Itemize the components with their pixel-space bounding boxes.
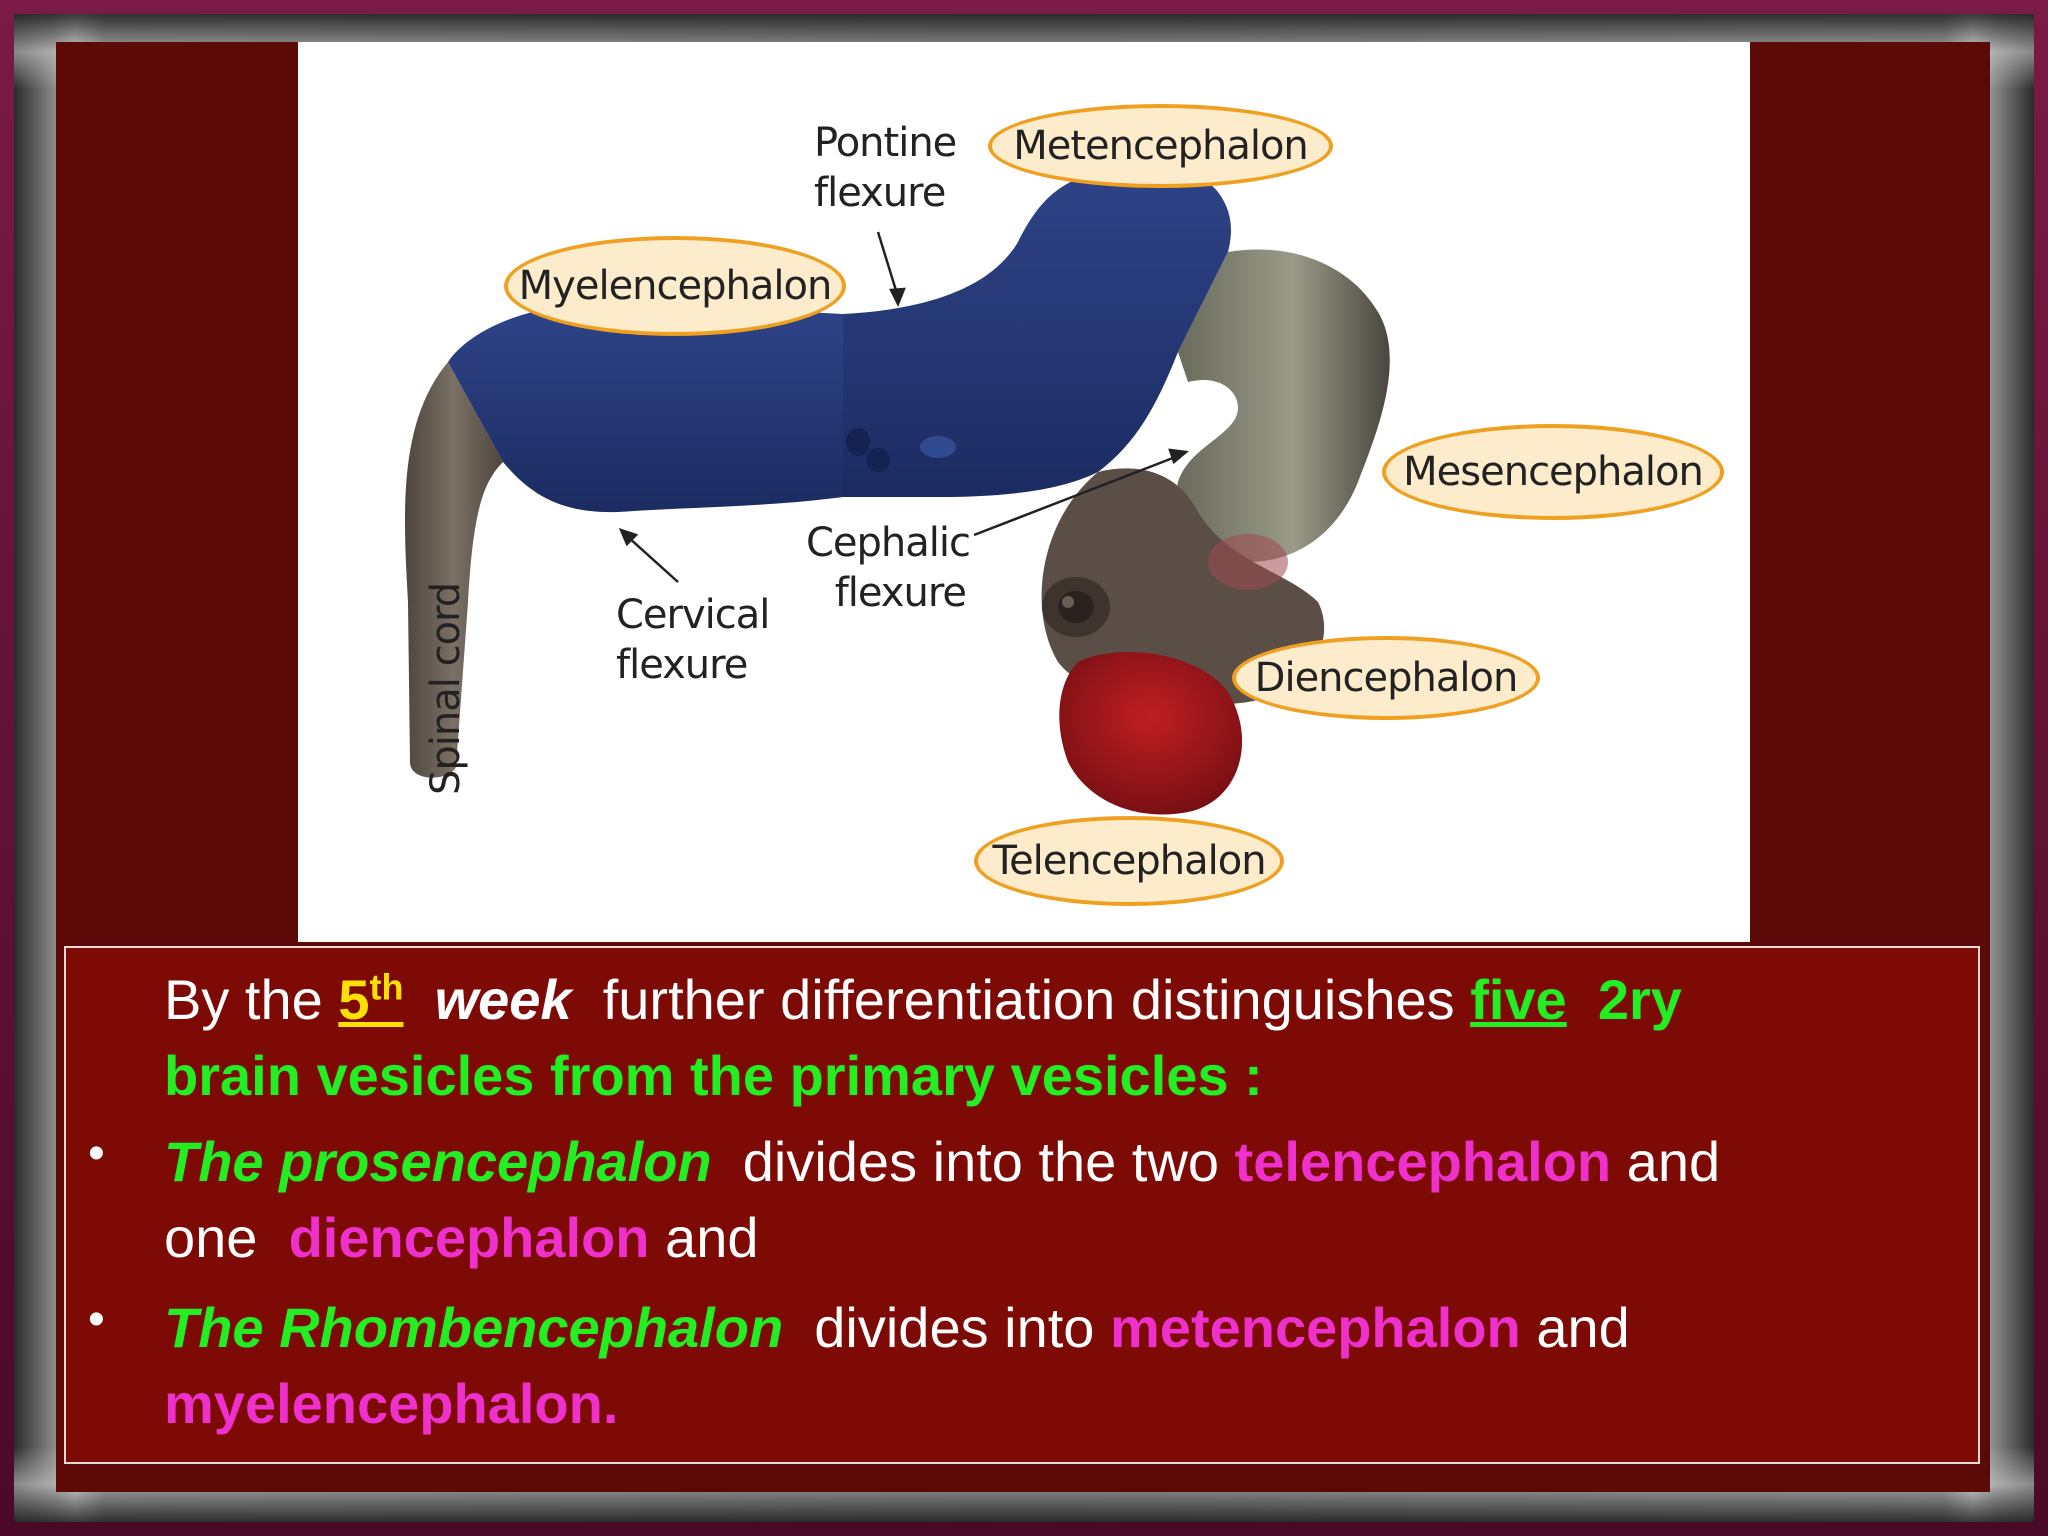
cephalic-line2: flexure bbox=[834, 570, 967, 616]
intro-paragraph: By the 5th week further differentiation … bbox=[164, 962, 1924, 1114]
intro-further: further differentiation distinguishes bbox=[571, 968, 1471, 1031]
cephalic-arrow bbox=[973, 454, 1179, 537]
spinal-cord-label: Spinal cord bbox=[423, 582, 469, 795]
bullet1-and1: and bbox=[1611, 1130, 1721, 1193]
bullet2-subject: The Rhombencephalon bbox=[164, 1296, 784, 1359]
brain-vesicles-figure: Metencephalon Myelencephalon Mesencephal… bbox=[298, 42, 1750, 942]
bullet1-divides: divides into the two bbox=[711, 1130, 1235, 1193]
pontine-arrow bbox=[876, 231, 900, 298]
cervical-line2: flexure bbox=[616, 642, 748, 688]
metencephalon-shape bbox=[843, 166, 1231, 497]
cervical-line1: Cervical bbox=[616, 592, 770, 638]
bullet2-myelencephalon: myelencephalon. bbox=[164, 1372, 619, 1435]
bullet1-diencephalon: diencephalon bbox=[288, 1206, 650, 1269]
metencephalon-label: Metencephalon bbox=[988, 104, 1333, 188]
spinal-cord-shape bbox=[404, 362, 503, 778]
cervical-flexure-label: Cervical flexure bbox=[616, 590, 770, 690]
intro-line2: brain vesicles from the primary vesicles… bbox=[164, 1044, 1263, 1107]
diencephalon-label: Diencephalon bbox=[1232, 636, 1540, 720]
pontine-line2: flexure bbox=[814, 170, 946, 216]
text-panel: By the 5th week further differentiation … bbox=[64, 946, 1980, 1464]
embryonic-brain-illustration bbox=[404, 166, 1390, 815]
intro-2ry: 2ry bbox=[1566, 968, 1682, 1031]
cervical-arrow bbox=[627, 536, 679, 583]
mesencephalon-shape bbox=[1176, 249, 1390, 562]
telencephalon-shape bbox=[1059, 652, 1243, 815]
bullet2-divides: divides into bbox=[783, 1296, 1110, 1359]
intro-by-the: By the bbox=[164, 968, 339, 1031]
intro-week: week bbox=[434, 968, 572, 1031]
cephalic-flexure-label: Cephalic flexure bbox=[806, 518, 971, 618]
bullet1-subject: The prosencephalon bbox=[164, 1130, 712, 1193]
bullet-1-marker: • bbox=[88, 1127, 105, 1180]
cephalic-line1: Cephalic bbox=[806, 520, 971, 566]
pontine-line1: Pontine bbox=[814, 120, 957, 166]
bullet-2-paragraph: The Rhombencephalon divides into metence… bbox=[164, 1290, 1924, 1442]
bullet1-telencephalon: telencephalon bbox=[1234, 1130, 1612, 1193]
bullet-2-marker: • bbox=[88, 1293, 105, 1346]
myelencephalon-label: Myelencephalon bbox=[504, 236, 846, 336]
intro-five: five bbox=[1470, 968, 1567, 1031]
mesencephalon-label: Mesencephalon bbox=[1382, 424, 1724, 520]
bullet2-and: and bbox=[1520, 1296, 1630, 1359]
diencephalon-shape bbox=[1041, 468, 1325, 706]
bullet2-metencephalon: metencephalon bbox=[1110, 1296, 1521, 1359]
bullet-1-paragraph: The prosencephalon divides into the two … bbox=[164, 1124, 1924, 1276]
bullet1-one: one bbox=[164, 1206, 289, 1269]
pontine-flexure-label: Pontine flexure bbox=[814, 118, 957, 218]
telencephalon-label: Telencephalon bbox=[974, 816, 1284, 906]
myelencephalon-shape bbox=[448, 303, 843, 513]
intro-fifth: 5th bbox=[338, 966, 404, 1031]
intro-th: th bbox=[369, 966, 404, 1008]
bullet1-and2: and bbox=[649, 1206, 759, 1269]
